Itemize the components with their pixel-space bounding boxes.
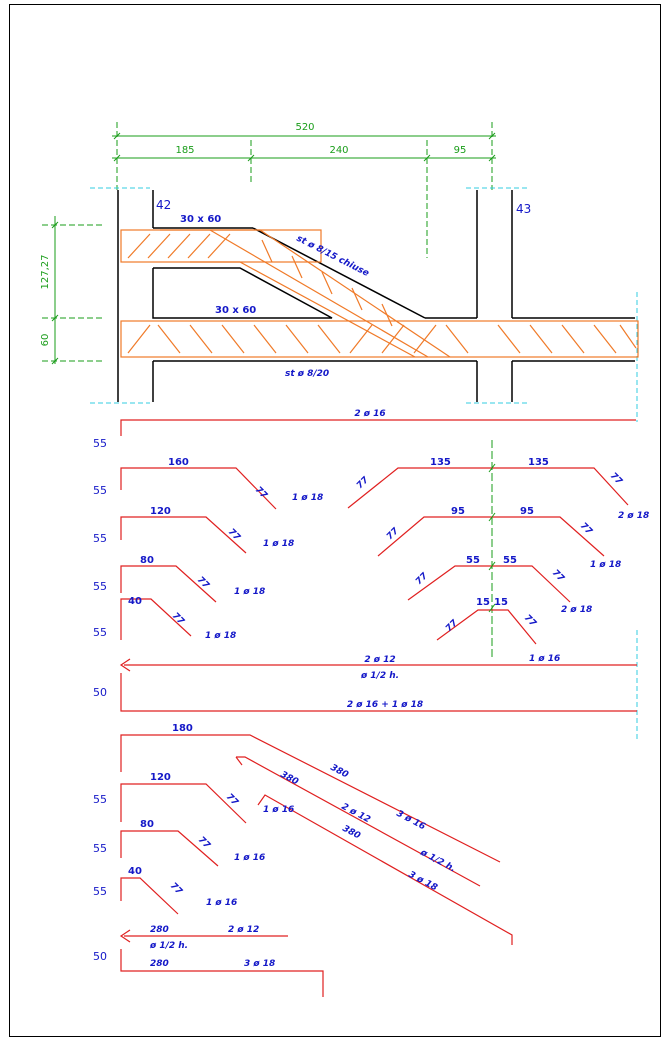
mirror-1-left: 135 — [430, 457, 451, 468]
lower-3-label: 1 ø 16 — [206, 898, 237, 908]
lower-3-length: 40 — [128, 866, 142, 877]
mirror-2-slope-left: 77 — [385, 526, 401, 542]
left-dimensions — [42, 216, 102, 365]
diag-3-length: 380 — [341, 824, 362, 842]
mirror-2-right: 95 — [520, 506, 534, 517]
dim-1: 185 — [175, 145, 194, 156]
mirror-3-left: 55 — [466, 555, 480, 566]
top-bar-shape — [120, 419, 636, 436]
row-label-0: 55 — [93, 437, 107, 450]
diag-1-length: 380 — [329, 763, 350, 781]
mirror-3-label: 2 ø 18 — [561, 605, 592, 615]
top-bar-label: 2 ø 16 — [354, 409, 385, 419]
row-label-4: 55 — [93, 626, 107, 639]
stirrup-bottom-label: st ø 8/20 — [285, 369, 329, 379]
mirror-4-label: 1 ø 16 — [529, 654, 560, 664]
structure-outline — [117, 190, 635, 402]
bar-2-label: 1 ø 18 — [263, 539, 294, 549]
diag-3-label: 3 ø 18 — [407, 870, 439, 894]
diag-2-half-h: ø 1/2 h. — [418, 847, 457, 874]
mirror-3-right: 55 — [503, 555, 517, 566]
mirror-4-left: 15 — [476, 597, 490, 608]
bar-1-label: 1 ø 18 — [292, 493, 323, 503]
dim-left-1: 127,27 — [40, 255, 51, 290]
row-label-8: 55 — [93, 885, 107, 898]
beam-lower-label: 30 x 60 — [215, 305, 256, 316]
mirror-3-slope-left: 77 — [414, 571, 430, 587]
mirror-1-label: 2 ø 18 — [618, 511, 649, 521]
column-left-label: 42 — [156, 198, 171, 212]
bar-1-length: 160 — [168, 457, 189, 468]
bar-3-slope: 77 — [195, 575, 211, 591]
mirror-2-left: 95 — [451, 506, 465, 517]
dim-3: 95 — [454, 145, 467, 156]
mirror-1-right: 135 — [528, 457, 549, 468]
beam-upper-label: 30 x 60 — [180, 214, 221, 225]
bottom-half-h: ø 1/2 h. — [360, 671, 399, 681]
dim-left-2: 60 — [40, 334, 51, 347]
lower-1-length: 120 — [150, 772, 171, 783]
row-label-9: 50 — [93, 950, 107, 963]
bottom-top-label: 2 ø 12 — [364, 655, 395, 665]
bar-4-label: 1 ø 18 — [205, 631, 236, 641]
bar-2-slope: 77 — [226, 527, 242, 543]
mirror-1-slope-left: 77 — [355, 475, 371, 491]
small-top-length: 280 — [150, 925, 169, 935]
row-label-6: 55 — [93, 793, 107, 806]
left-bent-bars — [120, 467, 277, 640]
row-label-7: 55 — [93, 842, 107, 855]
lower-2-label: 1 ø 16 — [234, 853, 265, 863]
lower-1-slope: 77 — [224, 792, 240, 808]
bottom-bottom-label: 2 ø 16 + 1 ø 18 — [347, 700, 423, 710]
sheet-border — [9, 4, 661, 1037]
diag-2-label: 2 ø 12 — [340, 802, 372, 826]
mirror-3-slope-right: 77 — [550, 568, 566, 584]
lower-2-length: 80 — [140, 819, 154, 830]
mirror-ticks — [488, 463, 496, 613]
bar-2-length: 120 — [150, 506, 171, 517]
small-bottom-length: 280 — [150, 959, 169, 969]
diag-1-label: 3 ø 16 — [395, 809, 427, 833]
bar-3-length: 80 — [140, 555, 154, 566]
bar-3-label: 1 ø 18 — [234, 587, 265, 597]
beam-reinforcement — [120, 229, 639, 358]
bar-4-slope: 77 — [170, 611, 186, 627]
mirror-4-right: 15 — [494, 597, 508, 608]
dim-total: 520 — [295, 122, 314, 133]
mirror-bars — [347, 467, 629, 645]
lower-1-label: 1 ø 16 — [263, 805, 294, 815]
bar-4-length: 40 — [128, 596, 142, 607]
row-label-1: 55 — [93, 484, 107, 497]
small-top-label: 2 ø 12 — [228, 925, 259, 935]
top-dimensions — [112, 122, 496, 258]
row-label-2: 55 — [93, 532, 107, 545]
small-bottom-label: 3 ø 18 — [244, 959, 275, 969]
lower-3-slope: 77 — [168, 881, 184, 897]
lower-top-length: 180 — [172, 723, 193, 734]
mirror-4-slope-right: 77 — [522, 613, 538, 629]
row-label-5: 50 — [93, 686, 107, 699]
bottom-section-bars — [119, 658, 637, 712]
lower-bars — [119, 734, 513, 997]
mirror-2-label: 1 ø 18 — [590, 560, 621, 570]
dim-2: 240 — [329, 145, 348, 156]
row-label-3: 55 — [93, 580, 107, 593]
column-right-label: 43 — [516, 202, 531, 216]
mirror-4-slope-left: 77 — [444, 618, 460, 634]
small-top-half-h: ø 1/2 h. — [149, 941, 188, 951]
